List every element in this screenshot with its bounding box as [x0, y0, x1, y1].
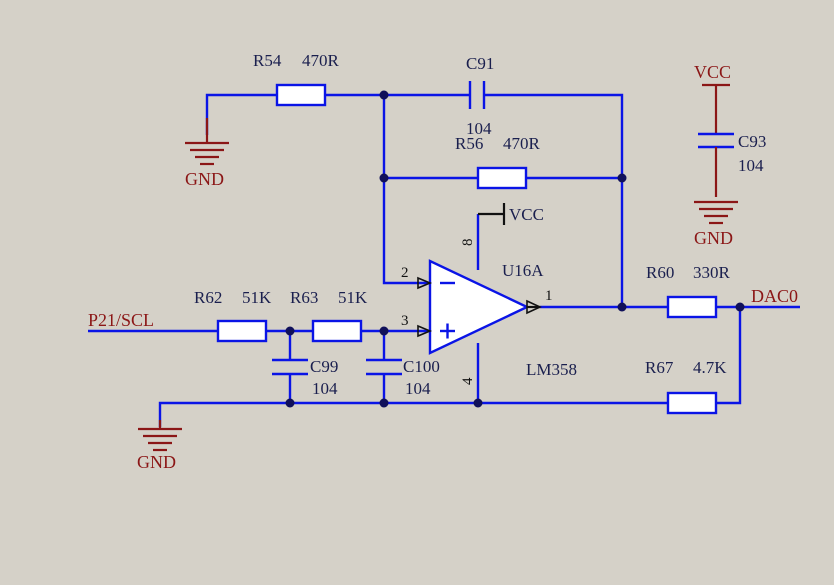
- junction: [617, 173, 627, 183]
- wire-r67-right: [716, 307, 742, 405]
- junction: [379, 398, 389, 408]
- pin-vminus-label: 4: [460, 377, 476, 385]
- r63-ref: R63: [290, 288, 318, 307]
- u16a-ref: U16A: [502, 261, 544, 280]
- vcc-label-opamp: VCC: [509, 205, 544, 224]
- capacitor-c91: [468, 81, 486, 109]
- resistor-r60: [666, 295, 718, 319]
- gnd-label-r54: GND: [185, 169, 224, 189]
- capacitor-c93: [698, 85, 734, 197]
- junction: [735, 302, 745, 312]
- r56-value: 470R: [503, 134, 541, 153]
- junction: [379, 173, 389, 183]
- r54-ref: R54: [253, 51, 282, 70]
- c100-value: 104: [405, 379, 431, 398]
- junction: [617, 302, 627, 312]
- r67-value: 4.7K: [693, 358, 727, 377]
- resistor-r67: [666, 391, 718, 415]
- vcc-symbol-opamp: [478, 203, 506, 225]
- wire-gnd-bus: [158, 401, 668, 427]
- wire-gnd-r54: [205, 93, 277, 135]
- c99-value: 104: [312, 379, 338, 398]
- r67-ref: R67: [645, 358, 674, 377]
- gnd-symbol-c93: [694, 200, 738, 225]
- gnd-label-c93: GND: [694, 228, 733, 248]
- r62-ref: R62: [194, 288, 222, 307]
- pin-out-label: 1: [545, 288, 553, 304]
- capacitor-c100: [366, 358, 402, 376]
- u16a-part: LM358: [526, 360, 577, 379]
- opamp-in-arrow-noninv: [417, 324, 433, 338]
- net-output-label: DAC0: [751, 286, 798, 306]
- gnd-label-bus: GND: [137, 452, 176, 472]
- c91-value: 104: [466, 119, 492, 138]
- resistor-r63: [311, 319, 363, 343]
- wire-c91-out: [484, 93, 624, 307]
- junction: [285, 398, 295, 408]
- pin-inv-label: 2: [401, 265, 409, 281]
- vcc-label-c93: VCC: [694, 62, 731, 82]
- gnd-symbol-bus: [138, 420, 182, 452]
- junction: [285, 326, 295, 336]
- gnd-symbol-r54: [185, 118, 229, 166]
- pin-vplus-label: 8: [460, 239, 476, 247]
- net-input-label: P21/SCL: [88, 310, 154, 330]
- resistor-r56: [476, 166, 528, 190]
- c93-value: 104: [738, 156, 764, 175]
- c99-ref: C99: [310, 357, 338, 376]
- wires: [88, 93, 800, 427]
- opamp-u16a: [417, 259, 542, 355]
- c91-ref: C91: [466, 54, 494, 73]
- c93-ref: C93: [738, 132, 766, 151]
- opamp-in-arrow-inv: [417, 276, 433, 290]
- r62-value: 51K: [242, 288, 272, 307]
- labels: R54 470R C91 104 R56 470R VCC C93 104 GN…: [88, 51, 798, 472]
- opamp-out-arrow: [526, 299, 542, 315]
- capacitor-c99: [272, 358, 308, 376]
- junction: [379, 326, 389, 336]
- r63-value: 51K: [338, 288, 368, 307]
- r54-value: 470R: [302, 51, 340, 70]
- r60-value: 330R: [693, 263, 731, 282]
- junction: [379, 90, 389, 100]
- junctions: [285, 90, 745, 408]
- pin-noninv-label: 3: [401, 313, 409, 329]
- junction: [473, 398, 483, 408]
- resistor-r54: [275, 83, 327, 107]
- r60-ref: R60: [646, 263, 674, 282]
- wire-inverting-node: [382, 95, 430, 285]
- c100-ref: C100: [403, 357, 440, 376]
- r56-ref: R56: [455, 134, 483, 153]
- resistor-r62: [216, 319, 268, 343]
